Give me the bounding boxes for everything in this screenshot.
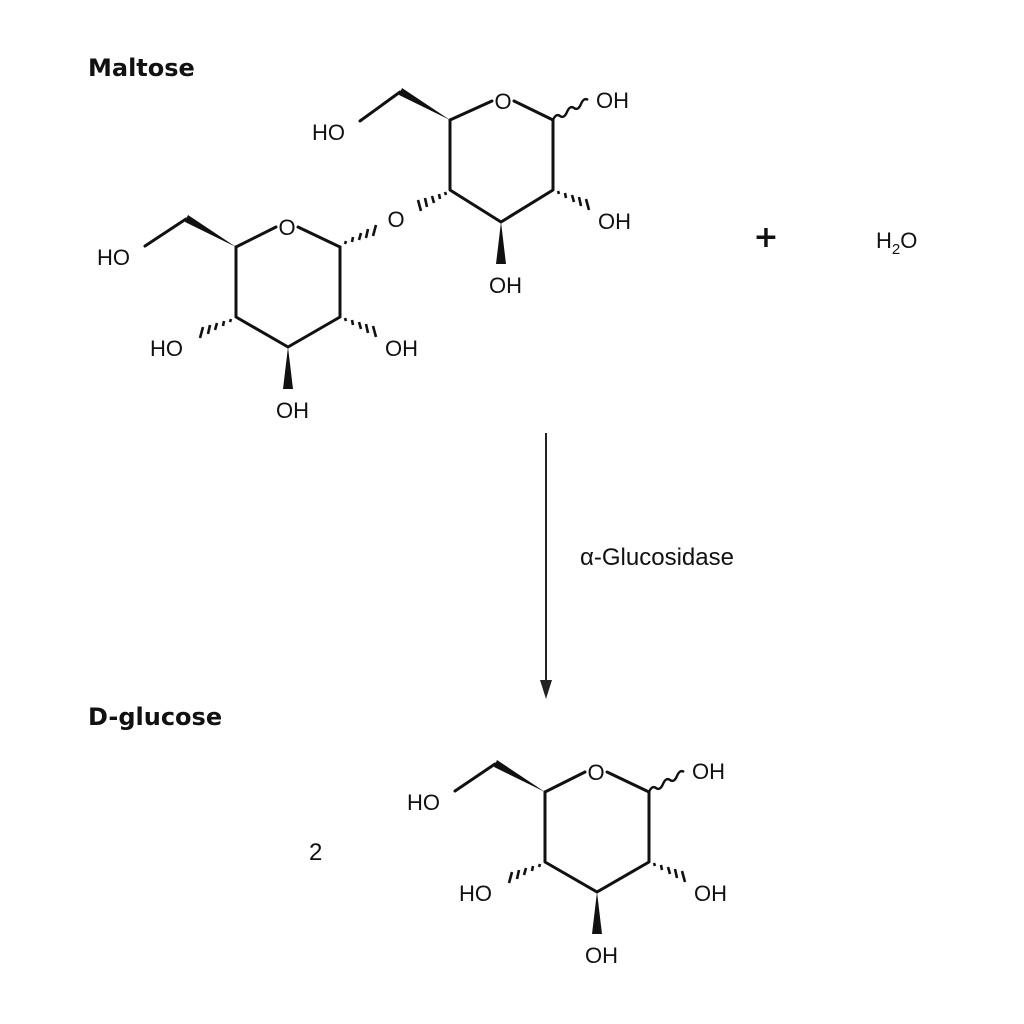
ho-label: HO (150, 336, 183, 361)
ring-oxygen: O (494, 89, 511, 114)
maltose-reducing-ring: O HO OH OH OH (312, 88, 631, 298)
ring-bond (296, 225, 342, 249)
hashed-bond (507, 863, 542, 884)
oh-label: OH (596, 88, 629, 113)
plus-sign: + (753, 220, 778, 255)
oh-label: OH (692, 759, 725, 784)
water-subscript: 2 (892, 241, 900, 258)
ring-bonds (234, 245, 342, 349)
ring-bonds (448, 118, 555, 224)
reaction-arrow (540, 433, 552, 699)
glycosidic-oxygen: O (387, 207, 404, 232)
wavy-bond (551, 97, 589, 121)
ring-bonds (543, 790, 651, 894)
stoichiometric-coefficient: 2 (309, 839, 322, 866)
wedge-bond (592, 892, 602, 934)
water-h: H (876, 228, 892, 253)
oh-label: OH (598, 209, 631, 234)
wedge-bond (399, 88, 450, 120)
hashed-bond (343, 317, 378, 338)
hashed-bond (198, 318, 233, 339)
ring-bond (234, 225, 278, 249)
oh-label: OH (585, 943, 618, 968)
hashed-bond (416, 191, 448, 212)
oh-label: OH (385, 336, 418, 361)
wedge-bond (283, 347, 293, 389)
ring-oxygen: O (587, 760, 604, 785)
ring-bond (448, 99, 494, 122)
wedge-bond (494, 760, 545, 792)
ch2-bond (453, 762, 497, 793)
ho-label: HO (97, 245, 130, 270)
ho-label: HO (407, 790, 440, 815)
glucose-ring: O HO OH OH OH HO (407, 759, 727, 968)
hashed-bond (343, 224, 378, 245)
ring-oxygen: O (278, 215, 295, 240)
ho-label: HO (459, 881, 492, 906)
maltose-nonreducing-ring: O HO OH OH HO (97, 215, 418, 423)
hashed-bond (652, 862, 687, 883)
svg-text:H2O: H2O (876, 228, 917, 258)
wedge-bond (496, 222, 506, 264)
wedge-bond (185, 215, 236, 247)
oh-label: OH (489, 273, 522, 298)
ring-bond (543, 770, 587, 794)
ho-label: HO (312, 120, 345, 145)
water-o: O (900, 228, 917, 253)
oh-label: OH (276, 398, 309, 423)
hashed-bond (556, 190, 591, 211)
ring-bond (605, 770, 651, 794)
water-molecule: H2O (876, 228, 917, 258)
oh-label: OH (694, 881, 727, 906)
reactant-title: Maltose (88, 54, 195, 82)
enzyme-label: α-Glucosidase (580, 544, 734, 571)
wavy-bond (647, 769, 685, 793)
ring-bond (512, 99, 555, 122)
ch2-bond (143, 217, 188, 248)
ch2-bond (358, 90, 402, 123)
product-title: D-glucose (88, 703, 222, 731)
